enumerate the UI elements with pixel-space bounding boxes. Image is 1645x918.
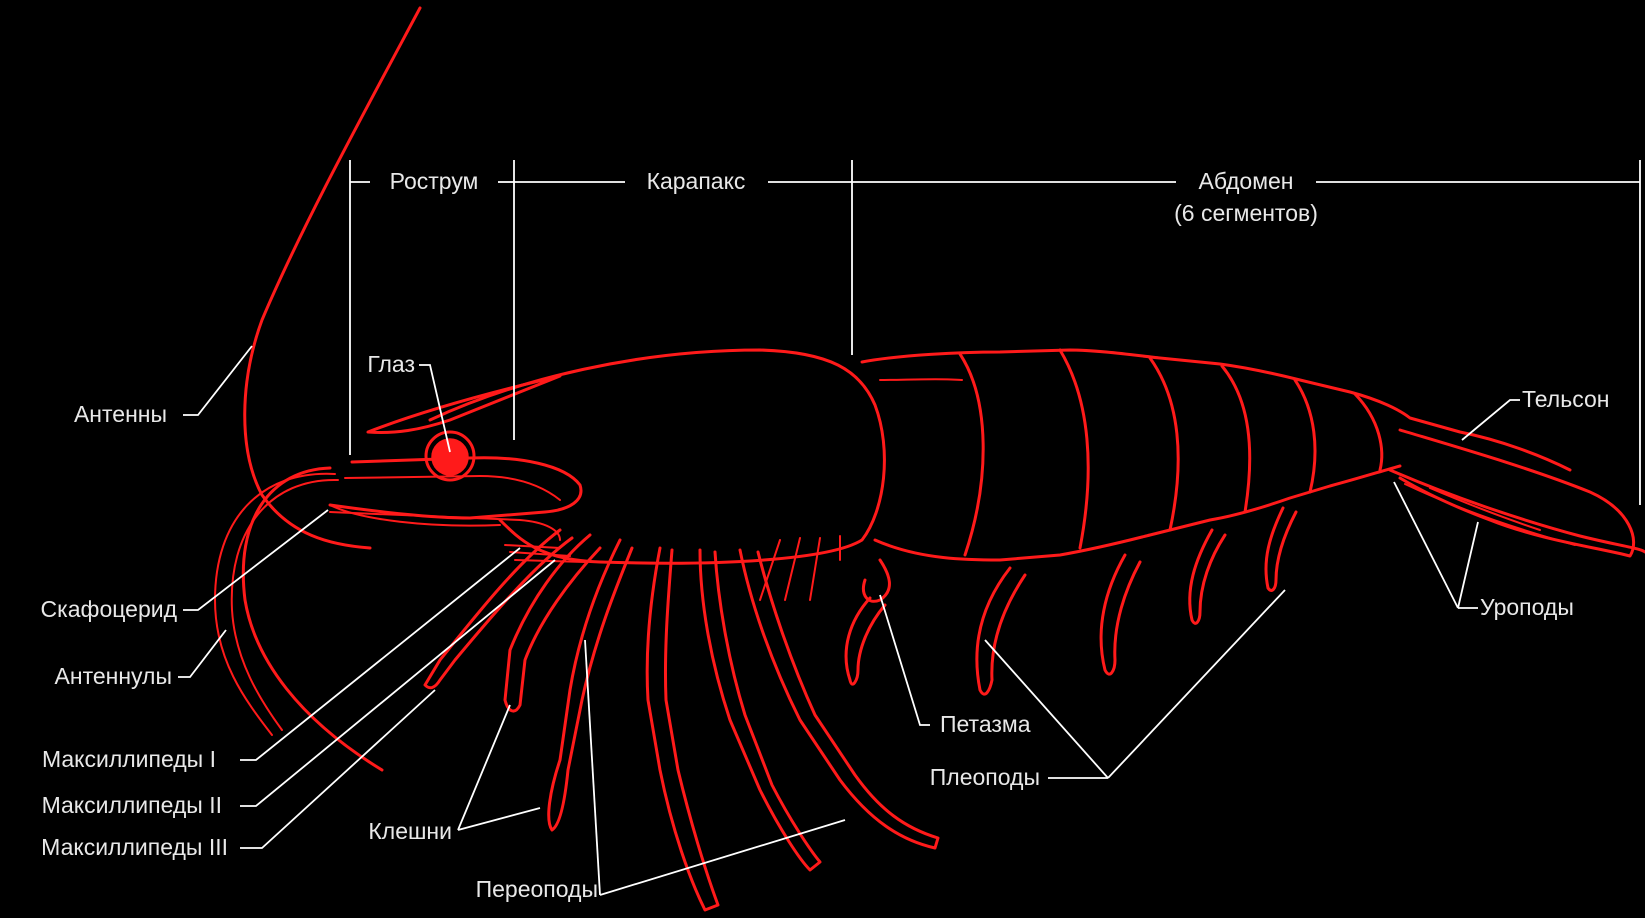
label-telson: Тельсон [1522, 386, 1609, 412]
uropod-shape-1 [1390, 470, 1645, 552]
leader-claws-b [458, 808, 540, 830]
pleopod-1 [846, 598, 885, 684]
section-carapace-label: Карапакс [647, 168, 746, 194]
petasma-shape [863, 560, 889, 601]
leg-cluster-lines [760, 536, 840, 600]
label-antennules: Антеннулы [55, 663, 172, 689]
pereopod-2 [549, 540, 632, 830]
label-maxilliped-2: Максиллипеды II [42, 792, 222, 818]
pleopod-3 [1101, 555, 1140, 674]
section-rostrum-label: Рострум [390, 168, 479, 194]
abdomen-seg-5 [1295, 380, 1315, 492]
eye-pupil [432, 439, 468, 475]
abdomen-seg-1 [960, 354, 983, 555]
label-uropods: Уроподы [1480, 594, 1574, 620]
abdomen-seg-3 [1150, 358, 1178, 530]
abdomen-inner-1 [880, 379, 962, 380]
abdomen-seg-6 [1355, 394, 1382, 470]
pleopod-4 [1190, 530, 1225, 623]
leader-claws-a [458, 705, 510, 830]
label-antennae: Антенны [74, 401, 167, 427]
antenna-long [245, 8, 420, 548]
head-detail [330, 476, 560, 540]
leader-antennae [183, 346, 252, 415]
label-maxilliped-3: Максиллипеды III [41, 834, 228, 860]
pereopod-3 [647, 548, 718, 910]
section-brackets [350, 160, 1640, 505]
leader-uropods-b [1458, 522, 1478, 608]
abdomen-seg-2 [1060, 350, 1088, 548]
label-pereopods: Переоподы [476, 876, 598, 902]
leader-uropods-a [1394, 482, 1458, 608]
label-claws: Клешни [368, 818, 452, 844]
antennule-1 [215, 474, 335, 735]
leader-petasma [880, 595, 930, 725]
leader-maxilliped-1 [240, 548, 520, 760]
leader-pereopods-b [600, 820, 845, 895]
uropod-shape-3 [1430, 488, 1540, 530]
section-abdomen-label: Абдомен [1199, 168, 1294, 194]
pleopod-5 [1266, 508, 1296, 590]
label-eye: Глаз [367, 351, 415, 377]
leader-pleopods-b [1108, 590, 1285, 778]
abdomen-outline-bottom [875, 466, 1400, 560]
label-pleopods: Плеоподы [930, 764, 1040, 790]
leader-pleopods-a [985, 640, 1108, 778]
label-scaphocerite: Скафоцерид [41, 596, 178, 622]
leader-scaphocerite [183, 510, 328, 610]
leader-pereopods-a [585, 640, 600, 895]
pereopod-5 [740, 550, 938, 848]
section-abdomen-sublabel: (6 сегментов) [1174, 200, 1318, 226]
label-maxilliped-1: Максиллипеды I [42, 746, 216, 772]
label-petasma: Петазма [940, 711, 1031, 737]
antennule-2 [232, 480, 338, 730]
pleopod-2 [977, 568, 1025, 694]
abdomen-seg-4 [1222, 366, 1250, 512]
